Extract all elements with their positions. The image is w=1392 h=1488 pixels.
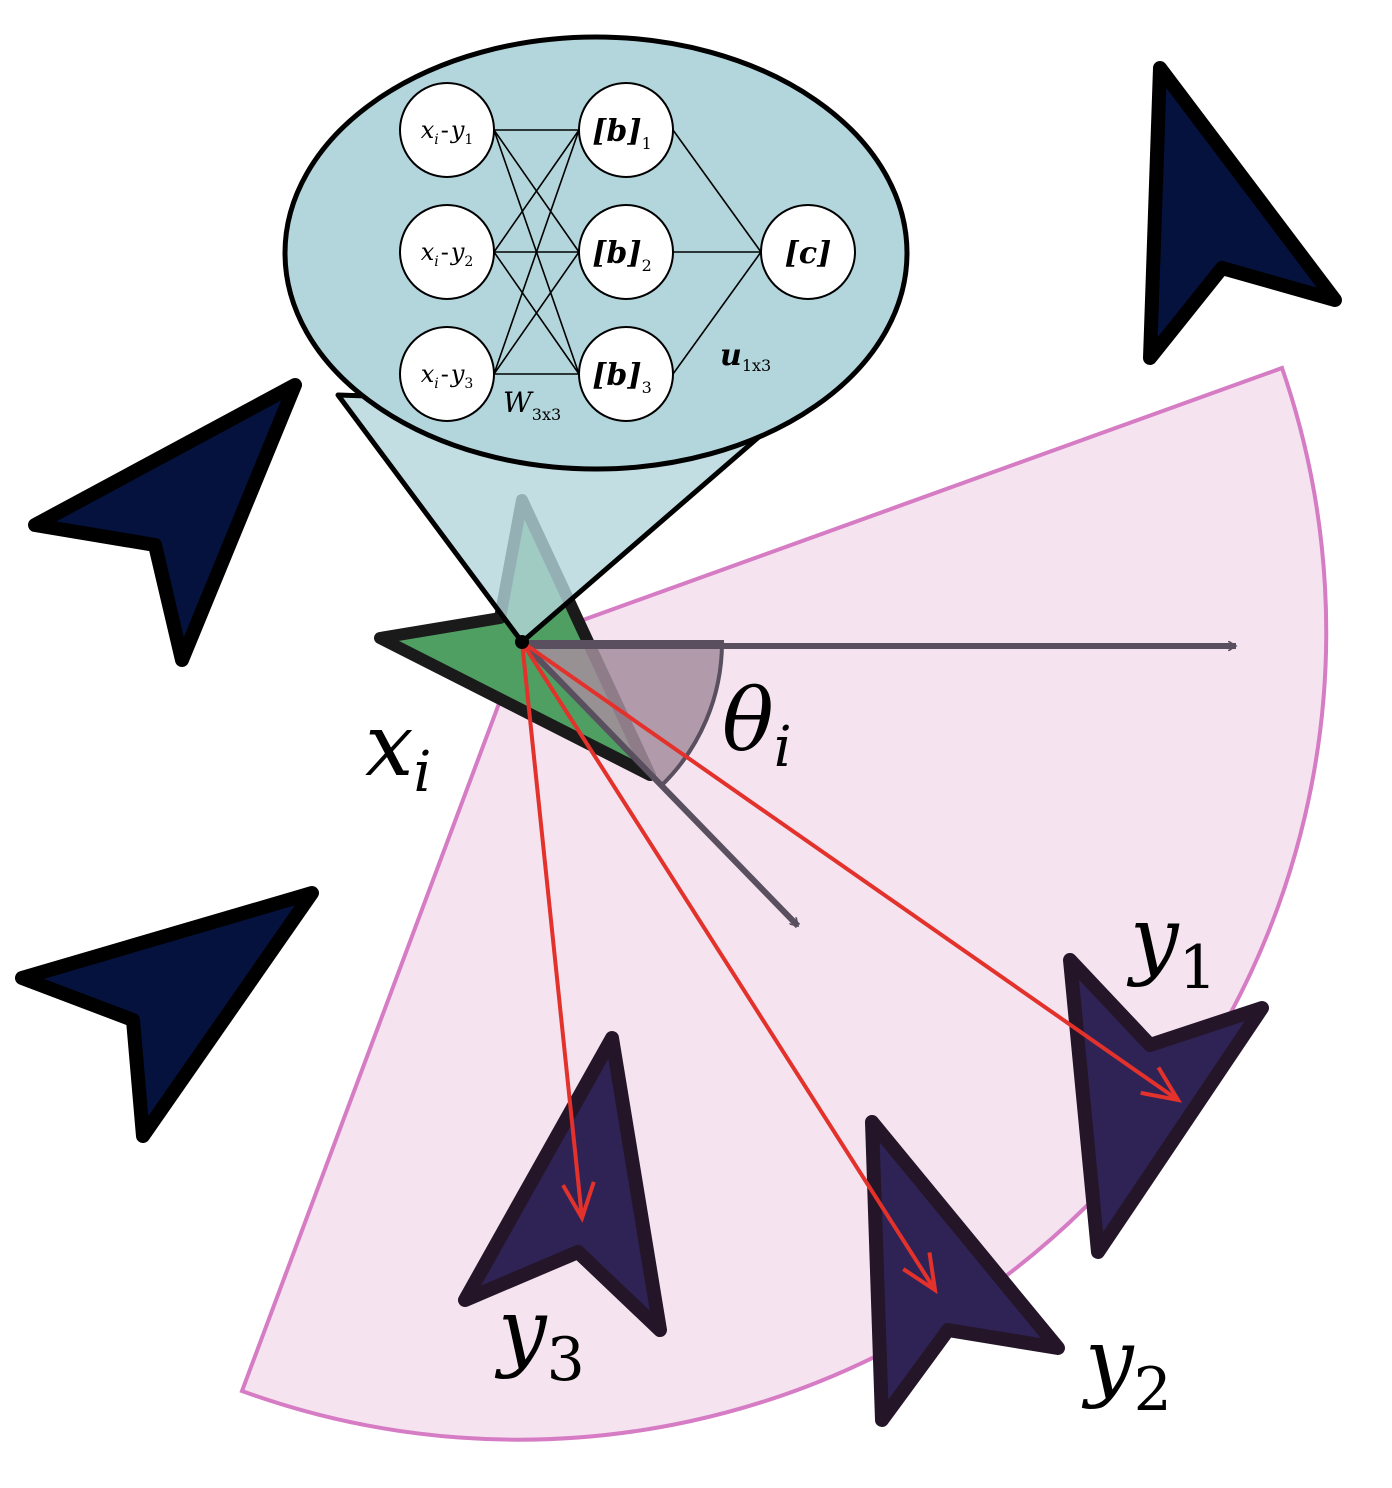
neighbor-agent-y3 bbox=[458, 1031, 667, 1337]
relative-arrow-y3 bbox=[520, 641, 584, 1219]
svg-text:xi-y1: xi-y1 bbox=[421, 116, 474, 148]
neighbor-agent-y2 bbox=[865, 1115, 1065, 1427]
svg-text:xi-y2: xi-y2 bbox=[421, 238, 474, 270]
hidden-node-3: [b]3 bbox=[578, 326, 674, 422]
agent-label-xi: xi bbox=[365, 696, 431, 805]
svg-text:[c]: [c] bbox=[785, 236, 832, 271]
hidden-node-1: [b]1 bbox=[578, 82, 674, 178]
input-node-2: xi-y2 bbox=[399, 204, 495, 300]
neighbor-label-y3: y3 bbox=[494, 1281, 585, 1395]
svg-text:[b]3: [b]3 bbox=[592, 358, 652, 397]
weight-matrix-label: W3x3 bbox=[503, 386, 561, 424]
input-node-3: xi-y3 bbox=[399, 326, 495, 422]
hidden-node-2: [b]2 bbox=[578, 204, 674, 300]
svg-text:xi-y3: xi-y3 bbox=[421, 360, 474, 392]
relative-arrow-y2 bbox=[520, 640, 937, 1292]
neighbor-label-y2: y2 bbox=[1081, 1311, 1172, 1425]
edge-input2-hidden1 bbox=[493, 129, 580, 253]
relative-arrowhead-y3 bbox=[561, 1181, 596, 1223]
edge-input3-hidden2 bbox=[493, 251, 580, 375]
perception-sector bbox=[239, 365, 1329, 1442]
neighbor-label-y1: y1 bbox=[1126, 889, 1217, 1003]
output-weight-label: u1x3 bbox=[720, 338, 771, 375]
other-agent-left-lower bbox=[15, 886, 319, 1143]
output-node: [c] bbox=[760, 204, 856, 300]
relative-arrowhead-y1 bbox=[1140, 1066, 1183, 1103]
focal-agent-center bbox=[515, 635, 529, 649]
input-node-1: xi-y1 bbox=[399, 82, 495, 178]
angle-label-theta: θi bbox=[722, 671, 792, 780]
svg-text:[b]1: [b]1 bbox=[592, 114, 652, 153]
network-edges bbox=[493, 129, 762, 375]
other-agent-top-right bbox=[1143, 61, 1342, 365]
relative-position-arrows bbox=[520, 640, 1183, 1295]
heading-arrow bbox=[519, 639, 801, 929]
relative-arrow-y1 bbox=[520, 640, 1180, 1102]
edge-input3-hidden1 bbox=[493, 129, 580, 375]
edge-hidden1-output bbox=[672, 129, 762, 253]
other-agent-left-upper bbox=[28, 378, 302, 667]
edge-hidden3-output bbox=[672, 251, 762, 375]
neighbor-agent-y1 bbox=[1063, 953, 1269, 1259]
svg-text:[b]2: [b]2 bbox=[592, 236, 652, 275]
relative-arrowhead-y2 bbox=[902, 1252, 938, 1295]
